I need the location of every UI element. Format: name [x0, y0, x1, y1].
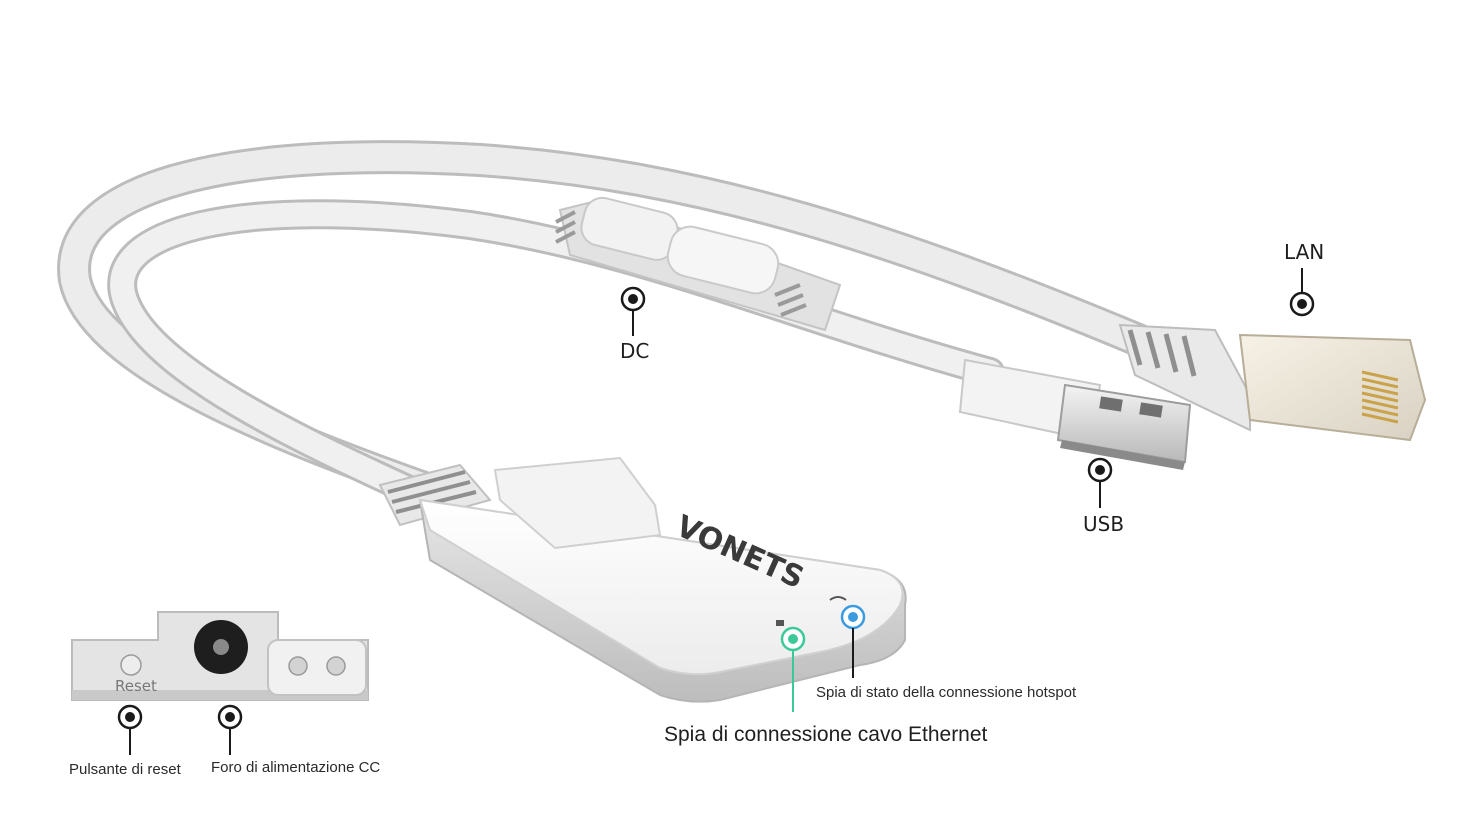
usb-label: USB [1083, 512, 1125, 536]
top-button [493, 456, 662, 550]
usb-cable [107, 199, 1005, 510]
callout-dc [620, 286, 646, 336]
lan-connector [1118, 323, 1427, 442]
wifi-led-icon [829, 596, 847, 601]
ethernet-led-icon [776, 620, 784, 626]
dc-power-hole-label: Foro di alimentazione CC [211, 759, 381, 776]
reset-marking: Reset [115, 677, 157, 695]
callout-usb [1087, 457, 1113, 508]
callout-dc-power-hole [217, 704, 243, 755]
dc-barrel-module [555, 196, 842, 332]
port-side-inset: Reset [71, 611, 369, 701]
hotspot-led-label: Spia di stato della connessione hotspot [816, 684, 1077, 701]
reset-button-label: Pulsante di reset [69, 761, 181, 778]
lan-label: LAN [1284, 240, 1325, 264]
callout-hotspot-led [840, 604, 866, 678]
router-body: VONETS [418, 456, 907, 703]
dc-label: DC [620, 339, 650, 363]
usb-connector [958, 358, 1192, 470]
callout-reset [117, 704, 143, 755]
reset-button-icon [120, 654, 142, 676]
callout-ethernet-led [780, 626, 806, 712]
callout-lan [1289, 268, 1315, 317]
ethernet-led-label: Spia di connessione cavo Ethernet [664, 723, 988, 746]
